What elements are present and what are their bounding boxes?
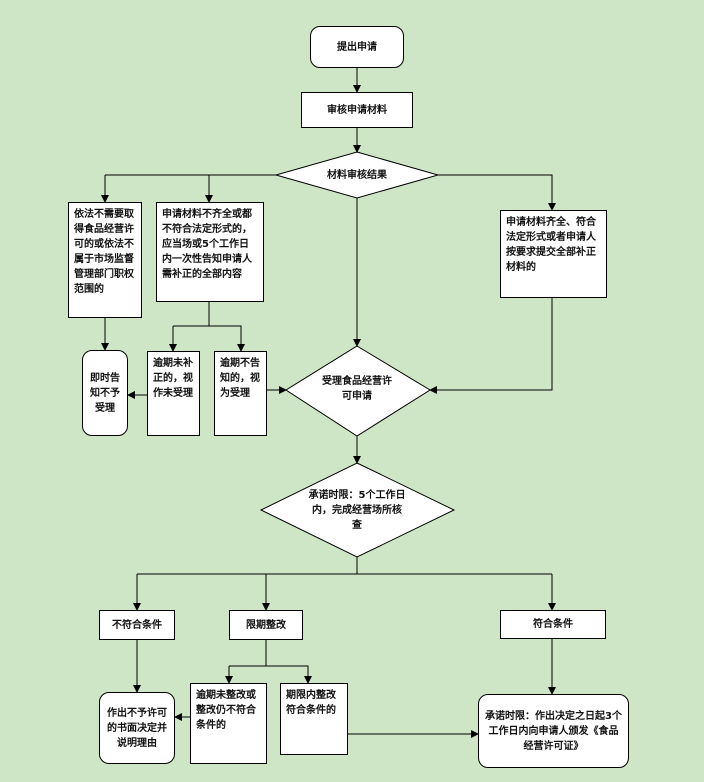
overdue-not-corrected-text: 逾期未补正的，视作未受理	[153, 358, 193, 399]
rectify-passed-text: 期限内整改符合条件的	[286, 690, 336, 716]
incomplete-materials-box: 申请材料不齐全或都不符合法定形式的，应当场或5个工作日内一次性告知申请人需补正的…	[156, 202, 264, 302]
arrow-to-complete	[438, 174, 556, 211]
issue-license-box: 承诺时限：作出决定之日起3个工作日内向申请人颁发《食品经营许可证》	[478, 694, 629, 768]
rectify-deadline-text: 限期整改	[246, 619, 286, 631]
material-check-label: 材料审核结果	[327, 170, 387, 181]
notify-reject-box: 即时告知不予受理	[82, 350, 128, 436]
overdue-not-corrected-box: 逾期未补正的，视作未受理	[147, 351, 200, 436]
not-qualified-box: 不符合条件	[99, 610, 175, 640]
overdue-not-notified-box: 逾期不告知的，视为受理	[214, 351, 267, 436]
submit-application-box: 提出申请	[310, 26, 404, 68]
accept-label: 受理食品经营许可申请	[322, 376, 392, 402]
submit-application-text: 提出申请	[337, 41, 377, 53]
review-materials-box: 审核申请材料	[301, 92, 413, 128]
rectify-failed-text: 逾期未整改或整改仍不符合条件的	[196, 690, 256, 731]
not-required-text: 依法不需要取得食品经营许可的或依法不属于市场监督管理部门职权范围的	[74, 209, 134, 295]
notify-reject-text: 即时告知不予受理	[90, 372, 120, 414]
rectify-failed-box: 逾期未整改或整改仍不符合条件的	[190, 683, 267, 764]
incomplete-materials-text: 申请材料不齐全或都不符合法定形式的，应当场或5个工作日内一次性告知申请人需补正的…	[162, 209, 252, 280]
arrow-to-rectify-passed	[266, 665, 312, 684]
issue-license-text: 承诺时限：作出决定之日起3个工作日内向申请人颁发《食品经营许可证》	[485, 710, 622, 752]
overdue-not-notified-text: 逾期不告知的，视为受理	[220, 358, 260, 399]
complete-materials-text: 申请材料齐全、符合法定形式或者申请人按要求提交全部补正材料的	[506, 217, 596, 273]
written-refusal-text: 作出不予许可的书面决定并说明理由	[107, 707, 167, 749]
promise-review-label: 承诺时限：5个工作日内，完成经营场所核查	[308, 490, 406, 531]
qualified-box: 符合条件	[500, 610, 606, 639]
line-rectify-split	[229, 640, 267, 667]
qualified-text: 符合条件	[533, 619, 573, 630]
arrow-complete-to-accept	[429, 298, 553, 394]
rectify-passed-box: 期限内整改符合条件的	[280, 683, 348, 755]
review-materials-text: 审核申请材料	[327, 104, 387, 116]
not-qualified-text: 不符合条件	[112, 619, 162, 631]
written-refusal-box: 作出不予许可的书面决定并说明理由	[99, 692, 175, 764]
rectify-deadline-box: 限期整改	[229, 610, 303, 640]
arrow-to-overdue-notified	[209, 325, 245, 352]
not-required-box: 依法不需要取得食品经营许可的或依法不属于市场监督管理部门职权范围的	[68, 202, 142, 318]
line-incomplete-split	[173, 302, 210, 327]
complete-materials-box: 申请材料齐全、符合法定形式或者申请人按要求提交全部补正材料的	[500, 210, 607, 298]
